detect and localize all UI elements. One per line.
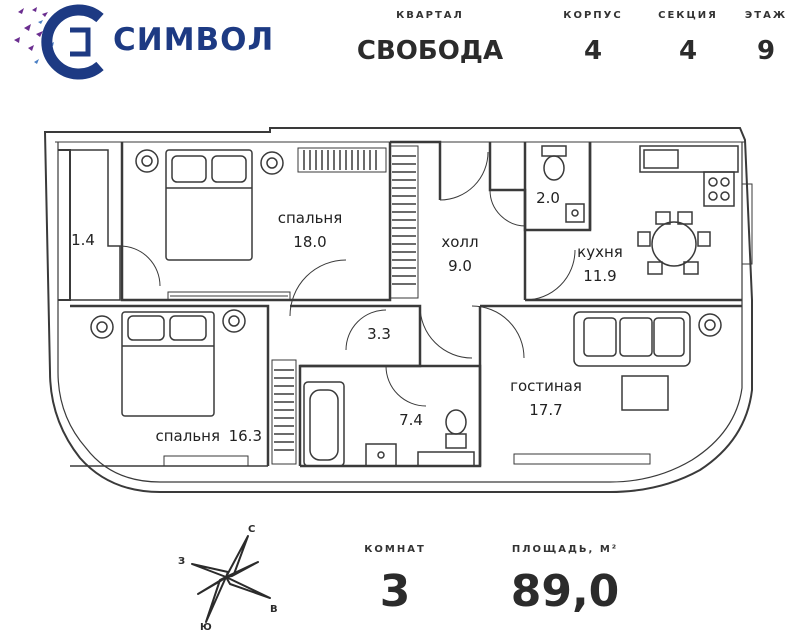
brand-logo-icon — [14, 4, 104, 80]
coffee-table — [621, 375, 669, 411]
rooms-count-label: КОМНАТ — [364, 544, 426, 555]
dining-table — [651, 221, 697, 267]
room-bedroom2-name: спальня — [155, 427, 220, 445]
toilet — [445, 409, 467, 435]
floor-value: 9 — [756, 36, 776, 66]
building-value: 4 — [583, 36, 603, 66]
window — [513, 453, 651, 465]
building-label: КОРПУС — [563, 10, 623, 21]
room-living-area: 17.7 — [529, 401, 563, 419]
room-kitchen-name: кухня — [577, 243, 623, 261]
corridor-door-arc — [289, 259, 347, 317]
kitchen-counter — [639, 145, 739, 173]
sofa — [573, 311, 691, 367]
window — [167, 291, 291, 301]
compass-n: С — [248, 524, 255, 535]
compass-e: В — [270, 604, 278, 615]
bed — [121, 311, 215, 417]
area-value: 89,0 — [510, 566, 620, 617]
quarter-value: СВОБОДА — [356, 36, 504, 66]
room-kitchen-area: 11.9 — [583, 267, 617, 285]
bed — [165, 149, 253, 261]
room-hall-name: холл — [441, 233, 479, 251]
room-bathroom-area: 7.4 — [399, 411, 423, 429]
living-door-arc — [419, 305, 473, 359]
balcony-door-arc — [119, 245, 161, 287]
room-bedroom1-area: 18.0 — [293, 233, 327, 251]
window — [741, 183, 753, 265]
wardrobe — [271, 359, 297, 465]
sink — [365, 443, 397, 467]
stove — [703, 171, 735, 207]
area-label: ПЛОЩАДЬ, М² — [511, 544, 619, 555]
room-bedroom1-name: спальня — [277, 209, 343, 227]
room-balcony-area: 1.4 — [71, 231, 95, 249]
room-hall-area: 9.0 — [448, 257, 472, 275]
room-bedroom2-area: 16.3 — [228, 427, 262, 445]
kitchen-door-arc — [524, 249, 576, 301]
brand-name: СИМВОЛ — [113, 22, 275, 58]
rooms-count-value: 3 — [379, 566, 411, 617]
quarter-label: КВАРТАЛ — [396, 10, 464, 21]
corridor-door-arc-2 — [345, 309, 387, 351]
room-living-name: гостиная — [510, 377, 582, 395]
room-corridor-area: 3.3 — [367, 325, 391, 343]
bath-door-arc — [385, 365, 427, 407]
bathtub — [303, 381, 345, 467]
outer-wall — [43, 127, 753, 493]
section-value: 4 — [678, 36, 698, 66]
wardrobe — [389, 145, 419, 299]
compass-s: Ю — [200, 622, 212, 632]
sink — [565, 203, 585, 223]
window — [163, 455, 249, 467]
wc-door-arc — [489, 189, 527, 227]
compass-icon: С Ю В З — [178, 524, 278, 632]
wardrobe — [297, 147, 387, 173]
lamp-icons — [90, 149, 722, 339]
toilet — [541, 145, 567, 157]
floor-label: ЭТАЖ — [744, 10, 788, 21]
room-wc-area: 2.0 — [536, 189, 560, 207]
compass-w: З — [178, 556, 185, 567]
section-label: СЕКЦИЯ — [658, 10, 718, 21]
hall-door-arc — [439, 151, 489, 201]
